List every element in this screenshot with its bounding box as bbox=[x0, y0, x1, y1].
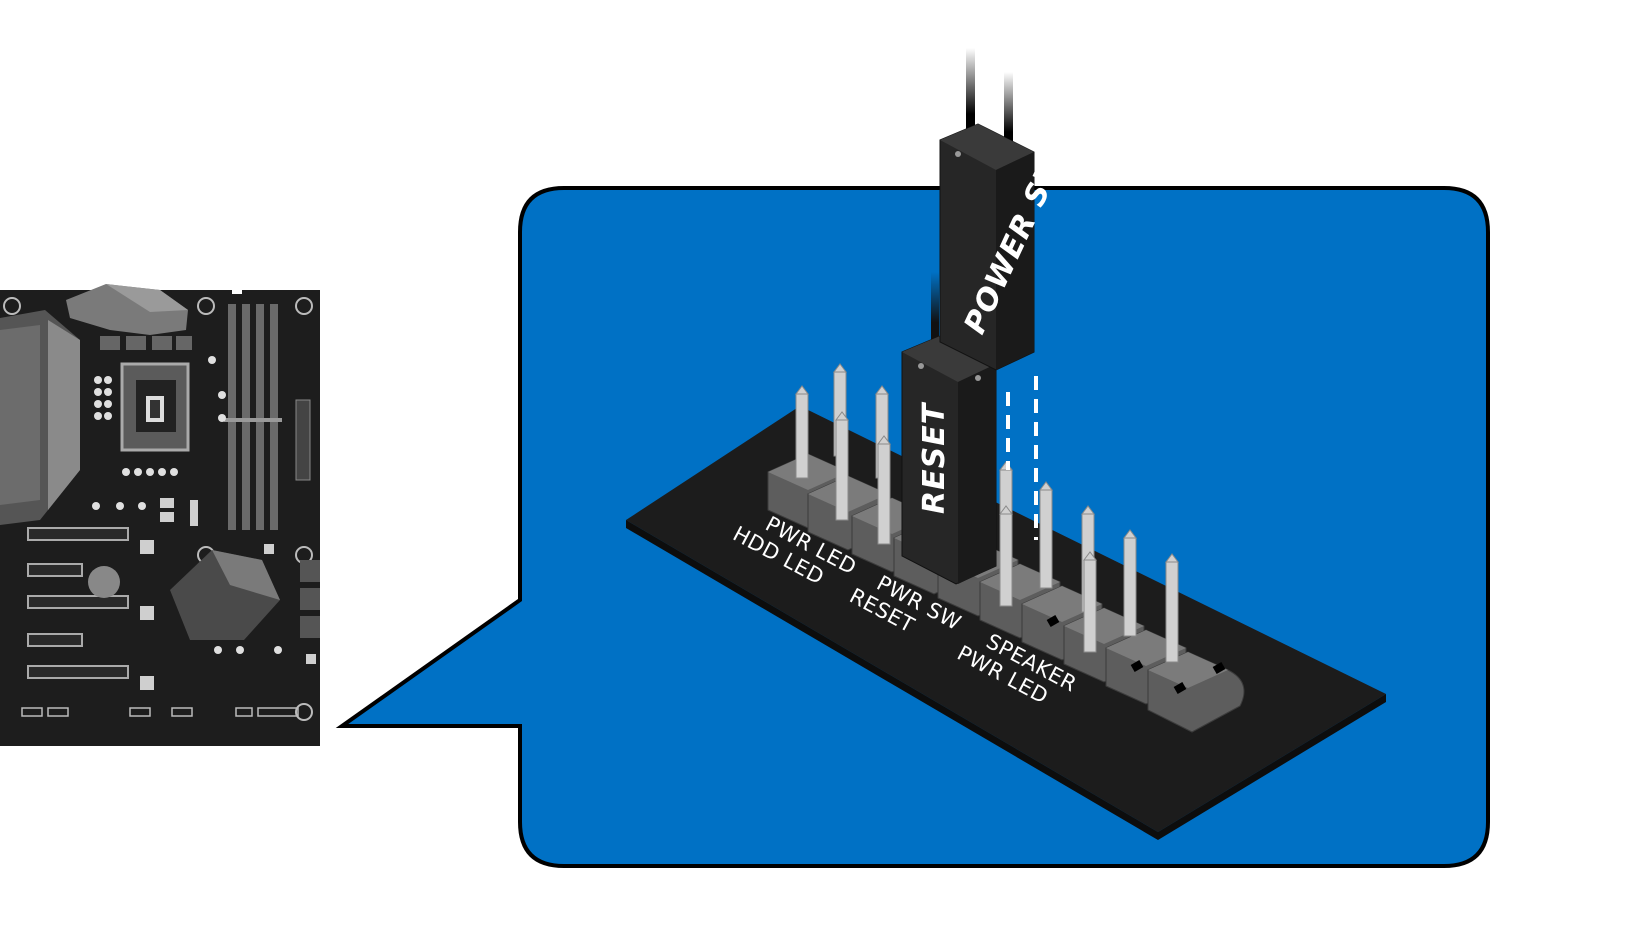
top-heatsink bbox=[66, 284, 192, 350]
motherboard bbox=[0, 284, 320, 746]
bottom-headers bbox=[21, 707, 299, 717]
chipset-heatsink bbox=[170, 550, 280, 640]
side-connectors bbox=[300, 560, 320, 638]
board-marker bbox=[232, 284, 242, 294]
vrm-heatsink bbox=[0, 310, 80, 525]
ram-slots bbox=[224, 304, 282, 530]
small-chips bbox=[140, 498, 316, 690]
board-components bbox=[92, 356, 282, 654]
alignment-guides bbox=[1006, 376, 1038, 540]
header-pins bbox=[795, 363, 1179, 663]
pcie-slots bbox=[27, 527, 129, 679]
battery bbox=[88, 566, 120, 598]
cpu-socket bbox=[120, 362, 190, 452]
reset-connector-label: RESET bbox=[917, 401, 952, 514]
screw-holes bbox=[3, 297, 313, 721]
atx-power bbox=[295, 399, 311, 481]
